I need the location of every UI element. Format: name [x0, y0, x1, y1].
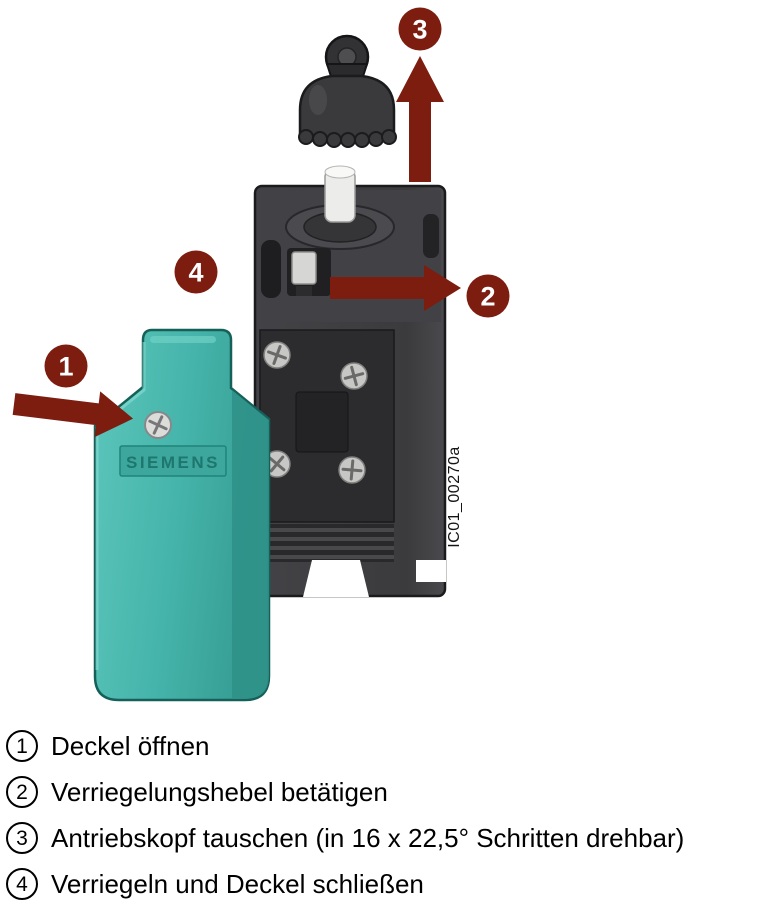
legend-item-number: 3	[6, 822, 38, 854]
legend-item-text: Antriebskopf tauschen (in 16 x 22,5° Sch…	[51, 822, 685, 853]
cover-tab-highlight	[150, 336, 216, 343]
legend-item-text: Verriegeln und Deckel schließen	[51, 868, 424, 899]
legend-item-4: 4 Verriegeln und Deckel schließen	[6, 864, 772, 904]
badge-step4: 4	[174, 250, 218, 294]
badge-step2: 2	[466, 274, 510, 318]
screw-icon	[338, 456, 366, 484]
arrow-right-step1	[12, 391, 134, 438]
badge-step3: 3	[398, 7, 442, 51]
screw-icon	[340, 362, 368, 390]
legend: 1 Deckel öffnen 2 Verriegelungshebel bet…	[0, 722, 778, 910]
screw-icon	[263, 341, 291, 369]
mounting-slot-right	[423, 214, 439, 258]
legend-item-number: 4	[6, 868, 38, 900]
switch-body	[253, 165, 447, 598]
plunger	[324, 165, 356, 223]
legend-item-text: Deckel öffnen	[51, 730, 210, 761]
head-ribbed-base	[298, 129, 397, 148]
badge-number: 3	[412, 15, 427, 45]
bottom-step	[416, 560, 446, 582]
legend-item-text: Verriegelungshebel betätigen	[51, 776, 388, 807]
cover-screw-icon	[144, 411, 172, 439]
legend-item-number: 1	[6, 730, 38, 762]
arrow-up-step3	[396, 56, 444, 182]
brand-plate	[119, 445, 227, 477]
exploded-view-figure: IC01_00270a	[12, 7, 510, 702]
badge-number: 1	[58, 352, 73, 382]
badge-circle	[466, 274, 510, 318]
contact-block	[295, 391, 349, 453]
badge-step1: 1	[44, 344, 88, 388]
legend-item-number: 2	[6, 776, 38, 808]
bellows	[262, 524, 394, 562]
locking-lever	[287, 248, 331, 296]
cover: SIEMENS	[93, 328, 271, 702]
brand-label: SIEMENS	[126, 453, 220, 472]
figure-canvas: IC01_00270a	[12, 7, 510, 702]
actuator-head	[298, 34, 397, 148]
legend-item-1: 1 Deckel öffnen	[6, 726, 772, 766]
mounting-slot-left	[261, 240, 281, 298]
figure-id: IC01_00270a	[446, 446, 463, 548]
badge-circle	[398, 7, 442, 51]
cover-side-shade	[232, 390, 269, 699]
arrow-right-step2	[330, 265, 461, 311]
head-highlight	[309, 85, 327, 115]
legend-item-3: 3 Antriebskopf tauschen (in 16 x 22,5° S…	[6, 818, 772, 858]
badge-circle	[44, 344, 88, 388]
legend-item-2: 2 Verriegelungshebel betätigen	[6, 772, 772, 812]
bottom-notch	[303, 560, 369, 597]
badge-circle	[174, 250, 218, 294]
screw-icon	[263, 450, 291, 478]
badge-number: 4	[188, 258, 203, 288]
badge-number: 2	[480, 282, 495, 312]
terminal-screws	[263, 341, 368, 484]
cover-shell	[93, 328, 271, 702]
